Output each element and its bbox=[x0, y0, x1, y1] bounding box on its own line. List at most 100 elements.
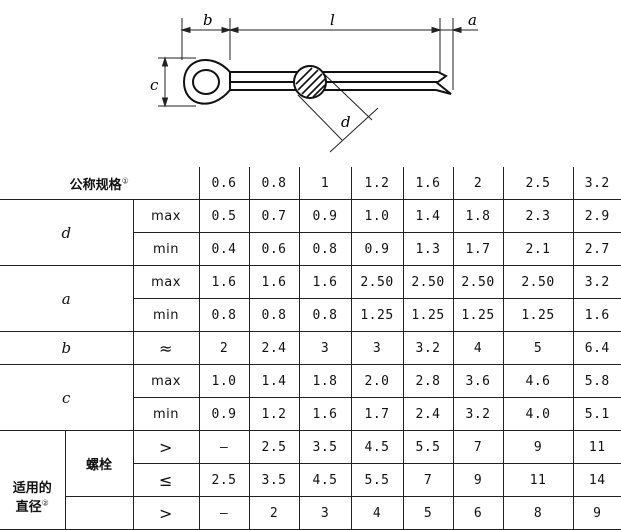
value-cell: 3 bbox=[298, 331, 352, 365]
value-cell: 1.25 bbox=[350, 298, 404, 332]
cotter-pin-spec-table: 公称规格① 0.6 0.8 1 1.2 1.6 2 2.5 3.2 d max … bbox=[0, 167, 621, 530]
value-cell: 2.5 bbox=[198, 463, 250, 497]
value-cell: 5 bbox=[402, 496, 454, 530]
value-cell: 11 bbox=[502, 463, 574, 497]
value-cell: 5.1 bbox=[572, 397, 621, 431]
value-cell: 1.25 bbox=[502, 298, 574, 332]
value-cell: 7 bbox=[402, 463, 454, 497]
value-cell: 1.4 bbox=[402, 199, 454, 233]
table-row-bolt-le: ≤ 2.5 3.5 4.5 5.5 7 9 11 14 bbox=[0, 463, 621, 497]
value-cell: 14 bbox=[572, 463, 621, 497]
value-cell: 0.9 bbox=[350, 232, 404, 266]
value-cell: 9 bbox=[502, 430, 574, 464]
param-label-b: b bbox=[0, 331, 134, 365]
limit-label-min: min bbox=[133, 397, 200, 431]
value-cell: 1.6 bbox=[248, 265, 300, 299]
value-cell: 1.6 bbox=[198, 265, 250, 299]
table-row-a-max: a max 1.6 1.6 1.6 2.50 2.50 2.50 2.50 3.… bbox=[0, 265, 621, 332]
table-row-d-min: min 0.4 0.6 0.8 0.9 1.3 1.7 2.1 2.7 bbox=[0, 232, 621, 266]
value-cell: 2.0 bbox=[350, 364, 404, 398]
value-cell: 2 bbox=[248, 496, 300, 530]
value-cell: 1.6 bbox=[572, 298, 621, 332]
size-cell: 0.8 bbox=[248, 167, 300, 200]
value-cell: 2.5 bbox=[248, 430, 300, 464]
value-cell: 1.7 bbox=[452, 232, 504, 266]
dim-label-l: l bbox=[330, 11, 335, 29]
cotter-pin-drawing: b l a c d bbox=[150, 11, 478, 153]
table-row-d-max: d max 0.5 0.7 0.9 1.0 1.4 1.8 2.3 2.9 bbox=[0, 199, 621, 266]
table-row-nominal-size: 公称规格① 0.6 0.8 1 1.2 1.6 2 2.5 3.2 bbox=[0, 167, 621, 200]
bolt-label: 螺栓 bbox=[64, 430, 134, 497]
value-cell: 1.0 bbox=[350, 199, 404, 233]
gt-label: > bbox=[132, 496, 200, 530]
value-cell: 8 bbox=[502, 496, 574, 530]
approx-label: ≈ bbox=[132, 331, 200, 365]
value-cell: 4.5 bbox=[350, 430, 404, 464]
dimension-lines bbox=[161, 26, 478, 153]
value-cell: 3.5 bbox=[248, 463, 300, 497]
limit-label-max: max bbox=[132, 364, 200, 398]
value-cell: 4 bbox=[350, 496, 404, 530]
value-cell: 3.6 bbox=[452, 364, 504, 398]
value-cell: 3.5 bbox=[298, 430, 352, 464]
value-cell: 2.4 bbox=[402, 397, 454, 431]
value-cell: 2.50 bbox=[402, 265, 454, 299]
table-row-c-min: min 0.9 1.2 1.6 1.7 2.4 3.2 4.0 5.1 bbox=[0, 397, 621, 431]
header-nominal-size: 公称规格① bbox=[0, 167, 200, 200]
value-cell: 0.8 bbox=[298, 232, 352, 266]
param-label-c: c bbox=[0, 364, 134, 431]
limit-label-min: min bbox=[133, 232, 200, 266]
value-cell: 6 bbox=[452, 496, 504, 530]
value-cell: 2.50 bbox=[350, 265, 404, 299]
value-cell: 2.7 bbox=[572, 232, 621, 266]
table-row-a-min: min 0.8 0.8 0.8 1.25 1.25 1.25 1.25 1.6 bbox=[0, 298, 621, 332]
value-cell: 3 bbox=[350, 331, 404, 365]
value-cell: 1.4 bbox=[248, 364, 300, 398]
value-cell: 1.8 bbox=[452, 199, 504, 233]
applicable-diameter-label: 适用的直径② bbox=[0, 430, 66, 530]
value-cell: 0.9 bbox=[198, 397, 250, 431]
value-cell: 2.50 bbox=[452, 265, 504, 299]
limit-label-max: max bbox=[132, 199, 200, 233]
size-cell: 1.6 bbox=[402, 167, 454, 200]
dim-label-b: b bbox=[203, 11, 213, 29]
value-cell: 3.2 bbox=[572, 265, 621, 299]
value-cell: 2.1 bbox=[502, 232, 574, 266]
value-cell: 1.25 bbox=[452, 298, 504, 332]
section-hatch bbox=[293, 65, 327, 99]
le-label: ≤ bbox=[133, 463, 200, 497]
limit-label-min: min bbox=[133, 298, 200, 332]
value-cell: 2.8 bbox=[402, 364, 454, 398]
size-cell: 2.5 bbox=[502, 167, 574, 200]
next-group-label bbox=[65, 496, 134, 530]
value-cell: 2 bbox=[198, 331, 250, 365]
value-cell: 3 bbox=[298, 496, 352, 530]
value-cell: 0.8 bbox=[248, 298, 300, 332]
value-cell: 1.7 bbox=[350, 397, 404, 431]
value-cell: 4.6 bbox=[502, 364, 574, 398]
value-cell: 1.6 bbox=[298, 397, 352, 431]
value-cell: 0.7 bbox=[248, 199, 300, 233]
value-cell: 7 bbox=[452, 430, 504, 464]
value-cell: 4 bbox=[452, 331, 504, 365]
dim-label-a: a bbox=[468, 11, 477, 29]
limit-label-max: max bbox=[132, 265, 200, 299]
value-cell: 0.8 bbox=[198, 298, 250, 332]
value-cell: 3.2 bbox=[452, 397, 504, 431]
value-cell: 1.8 bbox=[298, 364, 352, 398]
value-cell: 4.0 bbox=[502, 397, 574, 431]
table-row-bolt-gt: 适用的直径② 螺栓 > — 2.5 3.5 4.5 5.5 7 9 11 bbox=[0, 430, 621, 530]
dim-label-c: c bbox=[150, 76, 159, 94]
value-cell: 6.4 bbox=[572, 331, 621, 365]
value-cell: 0.4 bbox=[198, 232, 250, 266]
value-cell: 1.3 bbox=[402, 232, 454, 266]
table-row-b: b ≈ 2 2.4 3 3 3.2 4 5 6.4 bbox=[0, 331, 621, 365]
gt-label: > bbox=[132, 430, 200, 464]
value-cell: 2.9 bbox=[572, 199, 621, 233]
param-label-a: a bbox=[0, 265, 134, 332]
value-cell: 0.6 bbox=[248, 232, 300, 266]
value-cell: 1.6 bbox=[298, 265, 352, 299]
value-cell: 0.8 bbox=[298, 298, 352, 332]
value-cell: 11 bbox=[572, 430, 621, 464]
value-cell: 0.5 bbox=[198, 199, 250, 233]
